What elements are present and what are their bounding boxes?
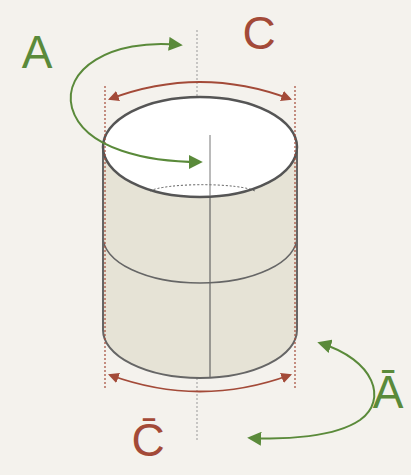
- edge-label: A: [22, 26, 53, 79]
- edge-label: C̄: [131, 414, 164, 467]
- identification-arc: [110, 82, 290, 99]
- vertical-seam: [209, 195, 210, 378]
- identification-arc: [110, 375, 290, 392]
- seam-line: [103, 237, 297, 283]
- side-guide: [294, 86, 295, 388]
- inner-bottom: [150, 185, 255, 191]
- inner-seam: [210, 135, 211, 196]
- side-guide: [104, 86, 105, 388]
- top-rim: [103, 97, 297, 197]
- edge-label: C: [242, 7, 275, 60]
- identification-arrow: [250, 343, 374, 439]
- edge-label: Ā: [373, 366, 404, 419]
- identification-arrow: [71, 44, 200, 162]
